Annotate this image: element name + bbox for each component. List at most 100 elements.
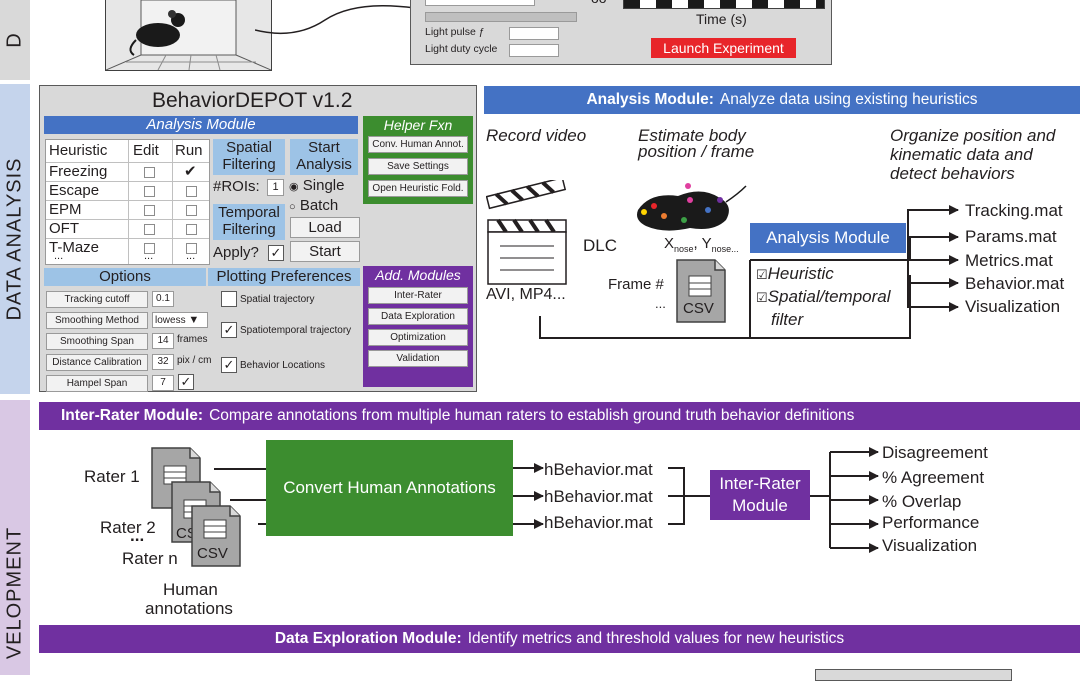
run-checkbox[interactable]: [186, 224, 197, 235]
smoothing-method-label: Smoothing Method: [46, 312, 148, 329]
behavior-locations-checkbox[interactable]: ✓: [221, 357, 237, 373]
conv-human-annot-button[interactable]: Conv. Human Annot.: [368, 136, 468, 153]
analysis-banner-bold: Analysis Module:: [586, 91, 714, 108]
gui-title: BehaviorDEPOT v1.2: [152, 89, 353, 112]
side-label-analysis: DATA ANALYSIS: [3, 157, 26, 321]
organize-label-1: Organize position and: [890, 126, 1056, 145]
edit-checkbox[interactable]: [144, 224, 155, 235]
output-params: Params.mat: [965, 227, 1057, 246]
panel-slider[interactable]: [425, 12, 577, 22]
heuristic-name: T-Maze: [49, 239, 100, 256]
inter-rater-banner: Inter-Rater Module: Compare annotations …: [39, 402, 1080, 430]
inter-rater-button[interactable]: Inter-Rater: [368, 287, 468, 304]
frame-label: Frame #: [608, 276, 664, 293]
rater-1-label: Rater 1: [84, 467, 140, 486]
ir-output-performance: Performance: [882, 513, 980, 532]
table-row[interactable]: Freezing ✔: [46, 162, 209, 181]
optimization-button[interactable]: Optimization: [368, 329, 468, 346]
light-pulse-label: Light pulse ƒ: [425, 26, 485, 38]
edit-checkbox[interactable]: [144, 243, 155, 254]
light-pulse-field[interactable]: [509, 27, 559, 40]
run-checkbox[interactable]: [186, 243, 197, 254]
side-label-development: VELOPMENT: [3, 526, 26, 659]
light-duty-label: Light duty cycle: [425, 43, 498, 55]
analysis-banner-rest: Analyze data using existing heuristics: [719, 91, 978, 108]
start-button[interactable]: Start: [290, 241, 360, 262]
heuristic-option: ☑Heuristic: [756, 264, 834, 284]
tracking-cutoff-input[interactable]: 0.1: [152, 291, 174, 307]
output-tracking: Tracking.mat: [965, 201, 1063, 220]
ir-output-agreement: % Agreement: [882, 468, 985, 487]
launch-experiment-button[interactable]: Launch Experiment: [651, 38, 796, 58]
rater-2-label: Rater 2: [100, 518, 156, 537]
heuristic-label: Heuristic: [767, 264, 834, 283]
temporal-filtering-header: Temporal Filtering: [213, 204, 285, 240]
distance-calibration-unit: pix / cm: [177, 355, 212, 366]
open-heuristic-folder-button[interactable]: Open Heuristic Fold.: [368, 180, 468, 197]
single-radio[interactable]: ◉ Single: [289, 177, 344, 194]
table-row[interactable]: Escape: [46, 181, 209, 200]
tracking-cutoff-label: Tracking cutoff: [46, 291, 148, 308]
filter-label: filter: [771, 310, 804, 329]
batch-radio[interactable]: ○ Batch: [289, 197, 338, 214]
smoothing-span-input[interactable]: 14: [152, 333, 174, 349]
save-settings-button[interactable]: Save Settings: [368, 158, 468, 175]
hampel-span-checkbox[interactable]: ✓: [178, 374, 194, 390]
mouse-cage-graphic: [105, 0, 272, 71]
apply-label: Apply?: [213, 244, 259, 261]
run-checkbox[interactable]: [186, 186, 197, 197]
smoothing-method-value: lowess: [155, 315, 186, 326]
rater-dots: ...: [130, 526, 145, 545]
light-duty-field[interactable]: [509, 44, 559, 57]
distance-calibration-input[interactable]: 32: [152, 354, 174, 370]
axis-tick-fragment: oo: [591, 0, 607, 6]
edit-checkbox[interactable]: [144, 205, 155, 216]
rater-n-label: Rater n: [122, 549, 178, 568]
heuristic-name: EPM: [49, 201, 82, 218]
start-analysis-header: Start Analysis: [290, 139, 358, 175]
run-checkbox[interactable]: [186, 205, 197, 216]
side-band-top: D: [0, 0, 30, 80]
hampel-span-input[interactable]: 7: [152, 375, 174, 391]
smoothing-method-select[interactable]: lowess ▼: [152, 312, 208, 328]
hbehavior-output-2: hBehavior.mat: [544, 487, 653, 506]
load-button[interactable]: Load: [290, 217, 360, 238]
apply-checkbox[interactable]: ✓: [268, 245, 284, 261]
edit-checkbox[interactable]: [144, 186, 155, 197]
table-divider-v1: [128, 140, 129, 264]
table-row[interactable]: EPM: [46, 200, 209, 219]
x-subscript: nose: [674, 244, 694, 254]
radio-empty-icon: ○: [289, 201, 296, 213]
inter-rater-module-line1: Inter-Rater: [719, 474, 801, 493]
add-modules-header: Add. Modules: [375, 267, 461, 283]
spatiotemporal-trajectory-label: Spatiotemporal trajectory: [240, 325, 352, 336]
radio-selected-icon: ◉: [289, 181, 299, 193]
rois-input[interactable]: 1: [267, 179, 284, 196]
hbehavior-output-1: hBehavior.mat: [544, 460, 653, 479]
distance-calibration-label: Distance Calibration: [46, 354, 148, 371]
behaviordepot-gui: BehaviorDEPOT v1.2 Analysis Module Heuri…: [39, 85, 477, 392]
edit-checkbox[interactable]: [144, 167, 155, 178]
plotting-preferences-header: Plotting Preferences: [208, 268, 360, 286]
batch-label: Batch: [299, 197, 339, 214]
spatial-temporal-option: ☑Spatial/temporal: [756, 287, 891, 307]
spatiotemporal-trajectory-checkbox[interactable]: ✓: [221, 322, 237, 338]
rois-label: #ROIs:: [213, 178, 260, 195]
output-visualization: Visualization: [965, 297, 1061, 316]
spatial-filtering-header: Spatial Filtering: [213, 139, 285, 175]
analysis-module-box: Analysis Module: [750, 223, 906, 253]
cage-illustration: [105, 0, 272, 71]
human-annotations-label-2: annotations: [145, 599, 233, 618]
panel-top-field[interactable]: [425, 0, 535, 6]
table-row[interactable]: T-Maze: [46, 238, 209, 257]
validation-button[interactable]: Validation: [368, 350, 468, 367]
heuristic-table: Heuristic Edit Run Freezing ✔ Escape EPM…: [45, 139, 210, 265]
spatial-trajectory-checkbox[interactable]: [221, 291, 237, 307]
dlc-label: DLC: [583, 236, 618, 255]
table-row[interactable]: OFT: [46, 219, 209, 238]
col-header-heuristic: Heuristic: [49, 142, 108, 159]
y-label: Y: [701, 235, 712, 252]
run-checkmark[interactable]: ✔: [184, 163, 197, 180]
record-video-label: Record video: [486, 126, 587, 145]
data-exploration-button[interactable]: Data Exploration: [368, 308, 468, 325]
